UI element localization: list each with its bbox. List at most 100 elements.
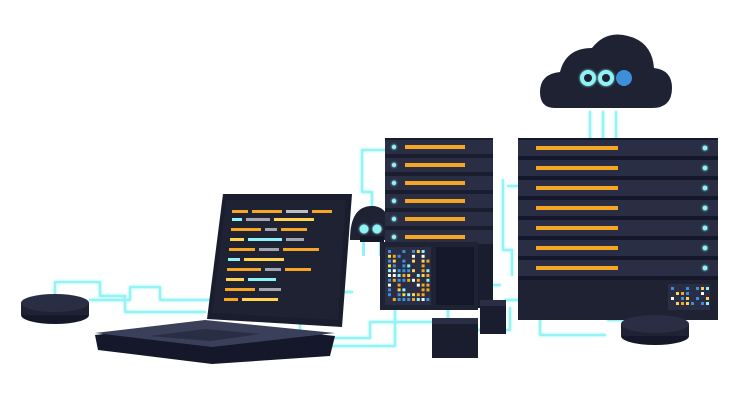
pixel xyxy=(392,264,396,268)
laptop-icon xyxy=(95,194,352,364)
pixel xyxy=(407,298,411,301)
pixel xyxy=(681,297,684,300)
pixel xyxy=(397,288,401,292)
pixel xyxy=(416,283,420,287)
pixel xyxy=(412,293,415,297)
pixel xyxy=(686,287,689,290)
pixel xyxy=(388,259,391,263)
network-puck-left xyxy=(21,294,89,324)
pixel xyxy=(671,297,674,300)
pixel xyxy=(392,269,396,273)
pixel xyxy=(426,288,430,292)
pixel xyxy=(402,250,406,253)
pixel xyxy=(412,254,415,258)
pixel xyxy=(388,269,391,273)
tower-units xyxy=(518,140,718,276)
pixel xyxy=(426,298,430,301)
pixel xyxy=(416,250,420,253)
pixel xyxy=(681,292,684,295)
pixel xyxy=(706,287,709,290)
pixel xyxy=(421,274,425,277)
pixel xyxy=(392,259,396,263)
pixel xyxy=(421,283,425,287)
pixel xyxy=(696,287,699,290)
pixel xyxy=(392,254,396,258)
pixel xyxy=(402,288,406,292)
pixel xyxy=(416,274,420,277)
pixel xyxy=(412,269,415,273)
pixel xyxy=(397,298,401,301)
pixel xyxy=(402,278,406,282)
pixel xyxy=(402,274,406,277)
pixel xyxy=(686,297,689,300)
pixel xyxy=(416,293,420,297)
junction-box-right xyxy=(480,300,506,334)
pixel xyxy=(421,293,425,297)
pixel xyxy=(676,292,679,295)
pixel xyxy=(416,278,420,282)
pixel xyxy=(701,292,704,295)
pixel xyxy=(421,250,425,253)
pixel xyxy=(402,264,406,268)
server-tower-icon xyxy=(518,138,718,320)
pixel xyxy=(407,274,411,277)
pixel xyxy=(402,293,406,297)
pixel xyxy=(426,274,430,277)
pixel xyxy=(421,298,425,301)
pixel xyxy=(392,274,396,277)
tower-pixel-grid xyxy=(671,287,709,305)
network-puck-right xyxy=(621,315,689,345)
pixel xyxy=(397,269,401,273)
pixel xyxy=(388,278,391,282)
pixel xyxy=(402,259,406,263)
pixel xyxy=(402,269,406,273)
pixel xyxy=(416,298,420,301)
pixel xyxy=(412,259,415,263)
pixel xyxy=(388,288,391,292)
pixel xyxy=(426,269,430,273)
pixel xyxy=(426,283,430,287)
pixel xyxy=(426,278,430,282)
pixel xyxy=(676,302,679,305)
hub-pixel-grid xyxy=(388,250,430,301)
pixel xyxy=(388,283,391,287)
rack-units xyxy=(385,140,493,244)
pixel xyxy=(412,278,415,282)
pixel xyxy=(412,298,415,301)
pixel xyxy=(686,302,689,305)
pixel xyxy=(706,297,709,300)
pixel xyxy=(696,297,699,300)
pixel xyxy=(407,264,411,268)
pixel xyxy=(388,250,391,253)
pixel xyxy=(421,269,425,273)
pixel xyxy=(388,293,391,297)
pixel xyxy=(671,287,674,290)
pixel xyxy=(402,298,406,301)
cloud-icon xyxy=(540,34,672,108)
pixel xyxy=(407,293,411,297)
laptop-code-lines xyxy=(224,210,332,301)
pixel xyxy=(407,269,411,273)
pixel xyxy=(706,302,709,305)
pixel xyxy=(388,274,391,277)
pixel xyxy=(397,293,401,297)
pixel xyxy=(412,250,415,253)
pixel xyxy=(421,259,425,263)
pixel xyxy=(701,302,704,305)
pixel xyxy=(397,278,401,282)
pixel xyxy=(681,302,684,305)
pixel xyxy=(426,259,430,263)
pixel xyxy=(388,264,391,268)
pixel xyxy=(397,274,401,277)
pixel xyxy=(397,283,401,287)
pixel xyxy=(407,278,411,282)
pixel xyxy=(686,292,689,295)
pixel xyxy=(388,254,391,258)
pixel xyxy=(397,254,401,258)
pixel xyxy=(691,302,694,305)
pixel xyxy=(421,288,425,292)
pixel xyxy=(421,264,425,268)
pixel xyxy=(421,254,425,258)
pixel xyxy=(392,278,396,282)
